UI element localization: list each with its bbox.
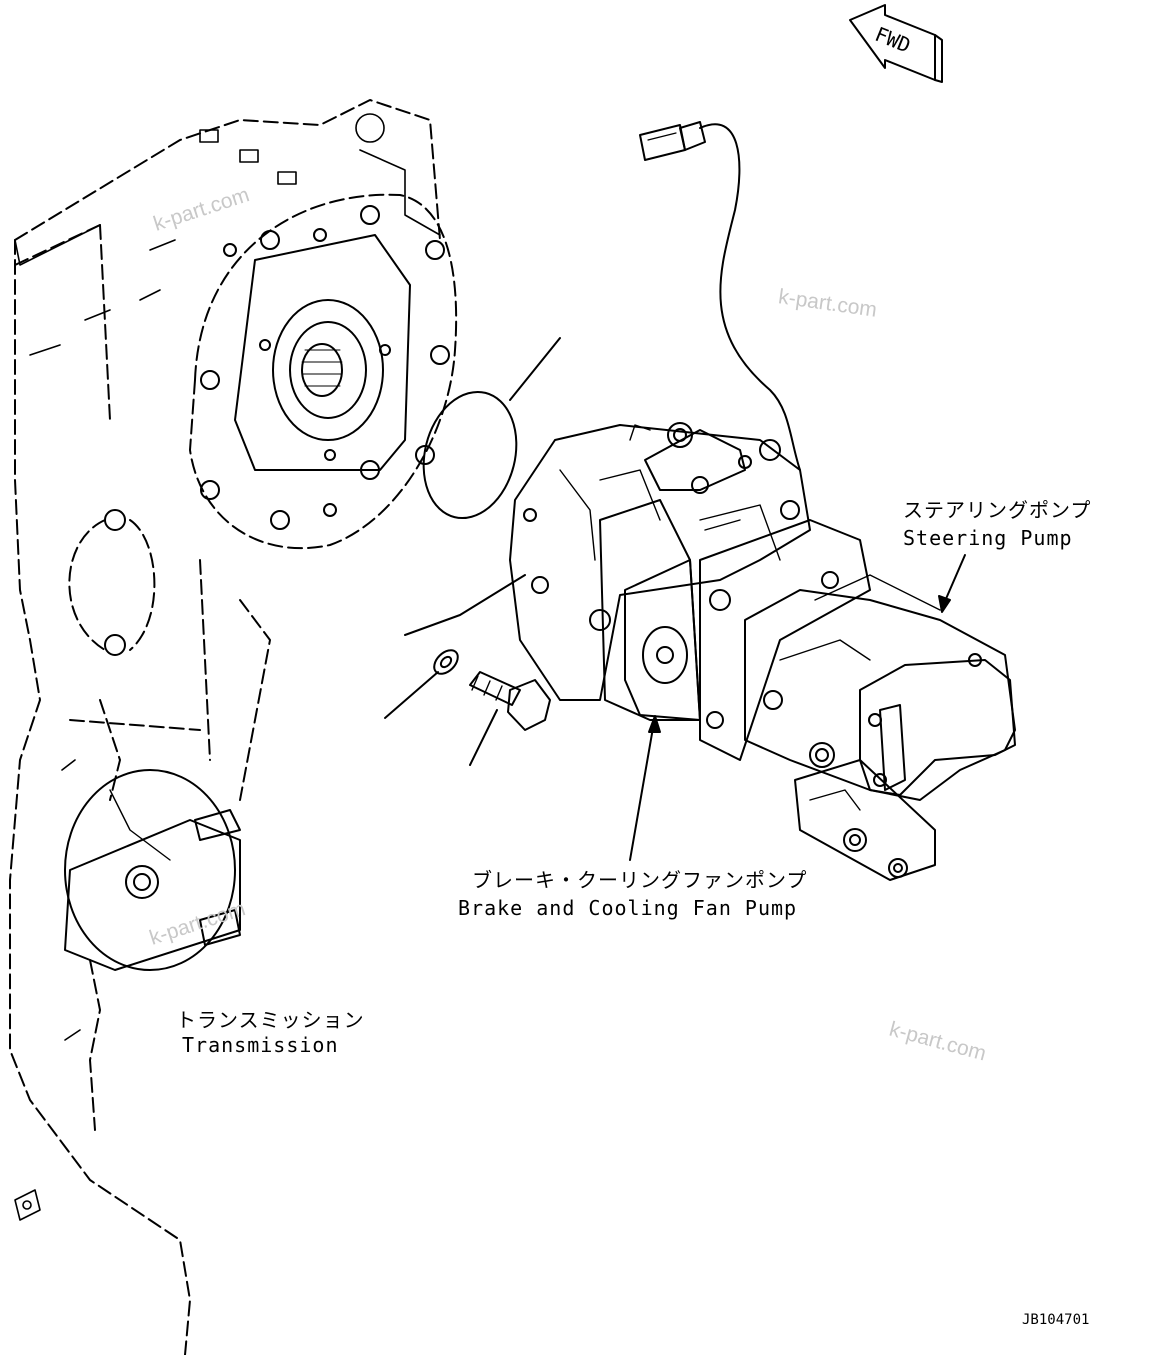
pump-mount-flange — [189, 193, 458, 550]
brake-fan-pump-label-jp: ブレーキ・クーリングファンポンプ — [472, 868, 808, 892]
transmission-label-jp: トランスミッション — [176, 1008, 365, 1032]
transmission-details — [14, 113, 441, 1221]
steering-pump-label-jp: ステアリングポンプ — [903, 498, 1092, 522]
fwd-label: FWD — [872, 22, 914, 58]
transmission-housing — [9, 99, 441, 1355]
brake-fan-pump-label-en: Brake and Cooling Fan Pump — [458, 896, 798, 920]
sensor-harness — [639, 121, 801, 471]
transmission-output-yoke — [64, 509, 241, 971]
steering-pump — [699, 519, 1016, 881]
drawing-code: JB104701 — [1022, 1312, 1090, 1328]
brake-cooling-fan-pump — [509, 422, 811, 721]
o-ring — [422, 337, 561, 520]
mounting-bolt — [469, 671, 551, 766]
steering-pump-label-en: Steering Pump — [903, 526, 1073, 550]
transmission-label-en: Transmission — [182, 1033, 339, 1057]
leader-brake-fan-pump — [629, 715, 661, 861]
fwd-arrow-icon: FWD — [849, 4, 943, 83]
leader-steering-pump — [938, 554, 966, 613]
washer — [384, 574, 526, 719]
